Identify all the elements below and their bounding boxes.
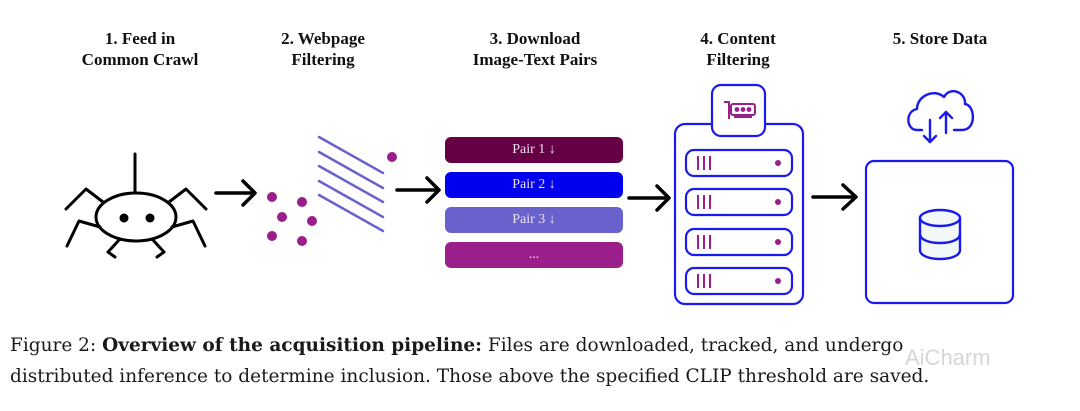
stage-title-3: 3. Download Image-Text Pairs [435, 28, 635, 70]
cloud-sync-icon [907, 90, 975, 144]
database-icon [918, 208, 962, 261]
arrow-icon [395, 176, 441, 204]
stage-title-3-line2: Image-Text Pairs [472, 50, 598, 69]
dot [307, 216, 317, 226]
arrow-icon [627, 184, 671, 212]
dot [267, 231, 277, 241]
stage-title-1-line2: Common Crawl [81, 50, 199, 69]
dot [297, 197, 307, 207]
pair-bar-more: ... [445, 242, 623, 268]
dot [277, 212, 287, 222]
figure-caption: Figure 2: Overview of the acquisition pi… [10, 330, 1075, 392]
caption-title: Overview of the acquisition pipeline: [102, 335, 483, 356]
data-dots [267, 152, 397, 246]
caption-line-2: distributed inference to determine inclu… [10, 366, 930, 387]
arrow-icon [811, 183, 858, 211]
stage-title-2-line1: 2. Webpage [281, 29, 365, 48]
stage-title-4-line2: Filtering [706, 50, 770, 69]
stage-title-3-line1: 3. Download [489, 29, 581, 48]
caption-line-1: Figure 2: Overview of the acquisition pi… [10, 330, 1075, 361]
stage-title-4: 4. Content Filtering [638, 28, 838, 70]
stage-title-5-line1: 5. Store Data [892, 29, 988, 48]
caption-text-1: Files are downloaded, tracked, and under… [487, 335, 904, 356]
gpu-card-icon [724, 101, 756, 119]
dot [387, 152, 397, 162]
pair-bar-1: Pair 1 ↓ [445, 137, 623, 163]
spider-icon [64, 152, 208, 259]
stage-title-1-line1: 1. Feed in [104, 29, 176, 48]
dot [267, 192, 277, 202]
stage-title-4-line1: 4. Content [700, 29, 776, 48]
watermark: AiCharm [905, 345, 991, 370]
server-unit [684, 187, 794, 217]
stage-title-5: 5. Store Data [840, 28, 1040, 49]
pair-bar-3: Pair 3 ↓ [445, 207, 623, 233]
stage-title-2-line2: Filtering [291, 50, 355, 69]
server-unit [684, 227, 794, 257]
pair-bar-2: Pair 2 ↓ [445, 172, 623, 198]
server-unit [684, 148, 794, 178]
filter-lines-icon [317, 135, 385, 233]
server-indicators [697, 156, 781, 288]
server-unit [684, 266, 794, 296]
stage-title-2: 2. Webpage Filtering [223, 28, 423, 70]
dot [297, 236, 307, 246]
pipeline-figure [64, 83, 1015, 306]
caption-label: Figure 2: [10, 335, 97, 356]
arrow-icon [214, 179, 257, 207]
stage-title-1: 1. Feed in Common Crawl [40, 28, 240, 70]
